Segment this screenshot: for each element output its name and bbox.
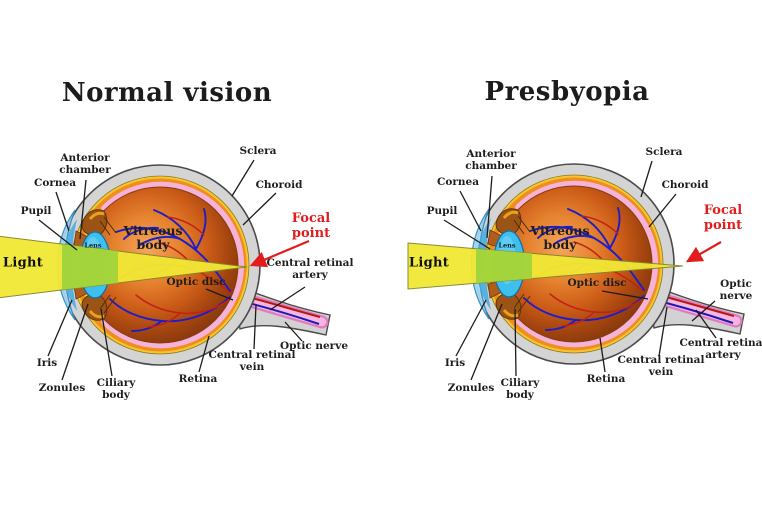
label-anterior-chamber: Anterior chamber — [59, 152, 111, 176]
focal-point-arrow-normal — [249, 239, 310, 268]
label-vitreous-body: Vitreous body — [123, 222, 183, 252]
label-sclera: Sclera — [645, 146, 683, 159]
label-focal-point: Focal point — [291, 211, 331, 241]
label-iris: Iris — [444, 357, 466, 370]
label-iris: Iris — [36, 357, 58, 370]
label-zonules: Zonules — [38, 382, 86, 395]
label-sclera: Sclera — [239, 145, 277, 158]
label-optic-disc: Optic disc — [567, 277, 627, 290]
label-retina: Retina — [586, 373, 626, 386]
label-central-retinal-vein: Central retinal vein — [208, 349, 296, 373]
label-choroid: Choroid — [661, 179, 709, 192]
label-central-retinal-vein: Central retinal vein — [617, 354, 705, 378]
label-optic-disc: Optic disc — [166, 276, 226, 289]
label-light: Light — [2, 255, 44, 271]
label-lens: Lens — [498, 241, 516, 250]
title-presbyopia: Presbyopia — [484, 77, 650, 107]
label-light: Light — [408, 255, 450, 271]
focal-point-arrow-presbyopia — [685, 241, 722, 263]
label-central-retinal-artery: Central retinal artery — [266, 257, 354, 281]
title-normal-vision: Normal vision — [61, 78, 273, 108]
label-lens: Lens — [84, 241, 102, 250]
light-beam-normal — [0, 235, 248, 299]
label-optic-nerve: Optic nerve — [719, 278, 753, 302]
label-optic-nerve: Optic nerve — [279, 340, 349, 353]
label-central-retinal-artery: Central retinal artery — [679, 337, 762, 361]
label-pupil: Pupil — [426, 205, 458, 218]
leader-lines-presbyopia — [443, 160, 717, 381]
label-cornea: Cornea — [33, 177, 77, 190]
label-choroid: Choroid — [255, 179, 303, 192]
label-focal-point: Focal point — [703, 203, 743, 233]
label-retina: Retina — [178, 373, 218, 386]
light-beam-presbyopia — [407, 242, 684, 290]
label-vitreous-body: Vitreous body — [530, 222, 590, 252]
label-ciliary-body: Ciliary body — [500, 377, 540, 401]
label-zonules: Zonules — [447, 382, 495, 395]
label-ciliary-body: Ciliary body — [96, 377, 136, 401]
label-anterior-chamber: Anterior chamber — [465, 148, 517, 172]
leader-lines-normal — [38, 159, 306, 381]
label-cornea: Cornea — [436, 176, 480, 189]
label-pupil: Pupil — [20, 205, 52, 218]
